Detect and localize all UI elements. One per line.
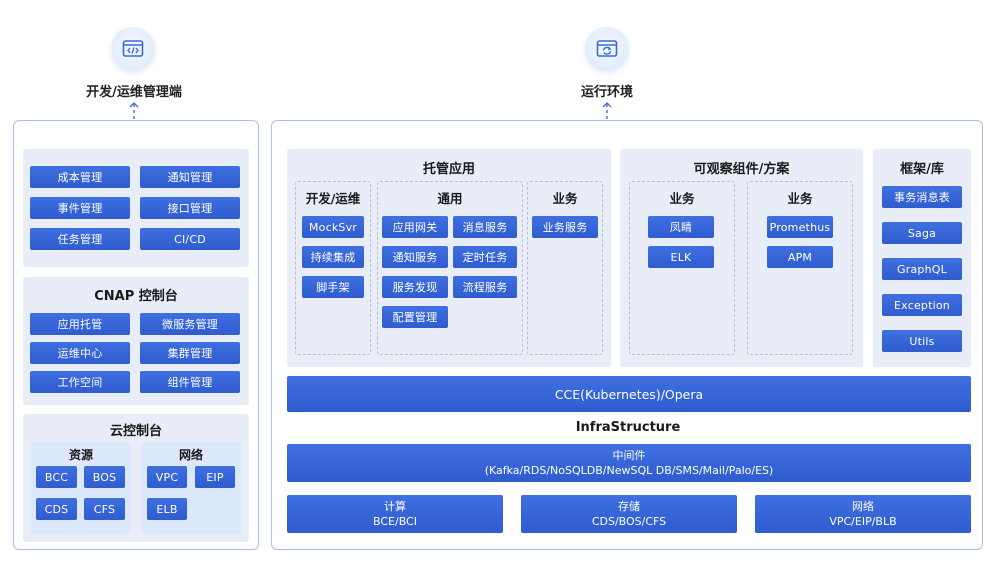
cce-kubernetes-label: CCE(Kubernetes)/Opera: [554, 386, 704, 402]
infrastructure-title: InfraStructure: [575, 420, 681, 435]
notification-management-item[interactable]: 通知管理: [140, 166, 240, 188]
utils-item[interactable]: Utils: [882, 330, 962, 352]
network-infra-bar[interactable]: 网络 VPC/EIP/BLB: [755, 495, 971, 533]
cce-kubernetes-bar[interactable]: CCE(Kubernetes)/Opera: [287, 376, 971, 412]
compute-title: 计算: [384, 500, 406, 513]
cost-management-item[interactable]: 成本管理: [30, 166, 130, 188]
observe-business-group-1: 业务 凤睛 ELK: [629, 181, 735, 355]
network-infra-detail: VPC/EIP/BLB: [829, 515, 897, 528]
fengjing-item[interactable]: 凤睛: [648, 216, 714, 238]
storage-title: 存储: [618, 500, 640, 513]
hosted-apps-panel: 托管应用 开发/运维 MockSvr 持续集成 脚手架 通用 应用网关 消息服务…: [287, 149, 611, 367]
management-panel: 成本管理 通知管理 事件管理 接口管理 任务管理 CI/CD: [23, 149, 249, 267]
bcc-item[interactable]: BCC: [36, 466, 77, 488]
middleware-detail: (Kafka/RDS/NoSQLDB/NewSQL DB/SMS/Mail/Pa…: [484, 464, 774, 477]
elb-item[interactable]: ELB: [147, 498, 187, 520]
transaction-message-table-item[interactable]: 事务消息表: [882, 186, 962, 208]
continuous-integration-item[interactable]: 持续集成: [302, 246, 364, 268]
middleware-title: 中间件: [612, 449, 646, 462]
observability-panel: 可观察组件/方案 业务 凤睛 ELK 业务 Promethus APM: [620, 149, 863, 367]
runtime-env-container: 托管应用 开发/运维 MockSvr 持续集成 脚手架 通用 应用网关 消息服务…: [271, 120, 983, 550]
component-management-item[interactable]: 组件管理: [140, 371, 240, 393]
business-group: 业务 业务服务: [527, 181, 603, 355]
middleware-bar[interactable]: 中间件 (Kafka/RDS/NoSQLDB/NewSQL DB/SMS/Mai…: [287, 444, 971, 482]
cloud-console-title: 云控制台: [109, 424, 162, 439]
devops-group: 开发/运维 MockSvr 持续集成 脚手架: [295, 181, 371, 355]
workflow-service-item[interactable]: 流程服务: [453, 276, 517, 298]
microservice-management-item[interactable]: 微服务管理: [140, 313, 240, 335]
notification-service-item[interactable]: 通知服务: [382, 246, 448, 268]
app-gateway-item[interactable]: 应用网关: [382, 216, 448, 238]
framework-panel: 框架/库 事务消息表 Saga GraphQL Exception Utils: [873, 149, 971, 367]
observe-business-title-2: 业务: [787, 191, 813, 206]
event-management-item[interactable]: 事件管理: [30, 197, 130, 219]
network-title: 网络: [178, 448, 203, 462]
cfs-item[interactable]: CFS: [84, 498, 125, 520]
cds-item[interactable]: CDS: [36, 498, 77, 520]
workspace-item[interactable]: 工作空间: [30, 371, 130, 393]
service-discovery-item[interactable]: 服务发现: [382, 276, 448, 298]
dev-ops-console-label: 开发/运维管理端: [86, 85, 182, 100]
config-management-item[interactable]: 配置管理: [382, 306, 448, 328]
cnap-console-title: CNAP 控制台: [94, 289, 178, 304]
scaffold-item[interactable]: 脚手架: [302, 276, 364, 298]
refresh-window-icon: [585, 27, 629, 71]
graphql-item[interactable]: GraphQL: [882, 258, 962, 280]
app-hosting-item[interactable]: 应用托管: [30, 313, 130, 335]
saga-item[interactable]: Saga: [882, 222, 962, 244]
resource-group: 资源 BCC BOS CDS CFS: [31, 442, 131, 534]
hosted-apps-title: 托管应用: [422, 162, 475, 177]
message-service-item[interactable]: 消息服务: [453, 216, 517, 238]
compute-bar[interactable]: 计算 BCE/BCI: [287, 495, 503, 533]
api-management-item[interactable]: 接口管理: [140, 197, 240, 219]
elk-item[interactable]: ELK: [648, 246, 714, 268]
mocksvr-item[interactable]: MockSvr: [302, 216, 364, 238]
ci-cd-item[interactable]: CI/CD: [140, 228, 240, 250]
business-title: 业务: [552, 191, 578, 206]
eip-item[interactable]: EIP: [195, 466, 235, 488]
apm-item[interactable]: APM: [767, 246, 833, 268]
ops-center-item[interactable]: 运维中心: [30, 342, 130, 364]
network-group: 网络 VPC EIP ELB: [141, 442, 241, 534]
common-group: 通用 应用网关 消息服务 通知服务 定时任务 服务发现 流程服务 配置管理: [377, 181, 523, 355]
resource-title: 资源: [68, 448, 93, 462]
compute-detail: BCE/BCI: [373, 515, 417, 528]
observe-business-group-2: 业务 Promethus APM: [747, 181, 853, 355]
runtime-env-label: 运行环境: [580, 85, 633, 100]
common-title: 通用: [437, 191, 463, 206]
task-management-item[interactable]: 任务管理: [30, 228, 130, 250]
cluster-management-item[interactable]: 集群管理: [140, 342, 240, 364]
observe-business-title-1: 业务: [669, 191, 695, 206]
vpc-item[interactable]: VPC: [147, 466, 187, 488]
storage-detail: CDS/BOS/CFS: [591, 515, 667, 528]
code-window-icon: [111, 27, 155, 71]
prometheus-item[interactable]: Promethus: [767, 216, 833, 238]
devops-title: 开发/运维: [305, 191, 361, 206]
cnap-console-panel: CNAP 控制台 应用托管 微服务管理 运维中心 集群管理 工作空间 组件管理: [23, 277, 249, 405]
bos-item[interactable]: BOS: [84, 466, 125, 488]
scheduled-task-item[interactable]: 定时任务: [453, 246, 517, 268]
framework-title: 框架/库: [900, 162, 944, 177]
dev-ops-console-container: 成本管理 通知管理 事件管理 接口管理 任务管理 CI/CD CNAP 控制台 …: [13, 120, 259, 550]
storage-bar[interactable]: 存储 CDS/BOS/CFS: [521, 495, 737, 533]
cloud-console-panel: 云控制台 资源 BCC BOS CDS CFS 网络 VPC EIP ELB: [23, 414, 249, 542]
business-service-item[interactable]: 业务服务: [532, 216, 598, 238]
exception-item[interactable]: Exception: [882, 294, 962, 316]
network-infra-title: 网络: [852, 500, 874, 513]
observability-title: 可观察组件/方案: [693, 162, 790, 177]
